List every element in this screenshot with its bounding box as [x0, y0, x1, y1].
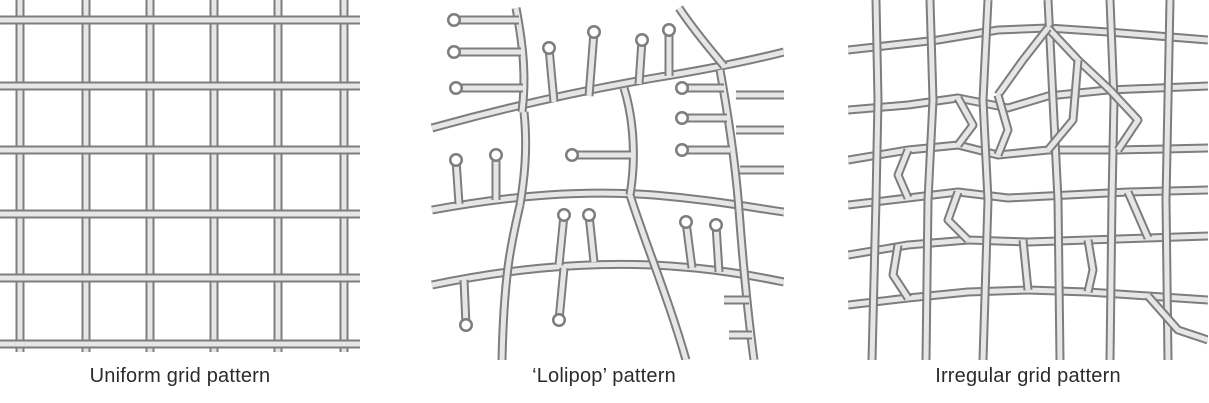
culdesac-bulb-center — [492, 151, 501, 160]
culdesac-bulb-center — [678, 84, 687, 93]
irregular-grid-panel: Irregular grid pattern — [848, 0, 1208, 403]
culdesac-bulb-center — [545, 44, 554, 53]
culdesac-bulb-center — [665, 26, 674, 35]
culdesac-bulb-center — [590, 28, 599, 37]
lolipop-diagram — [424, 0, 784, 360]
culdesac-bulb-center — [462, 321, 471, 330]
irregular-road-fill — [1128, 192, 1148, 238]
culdesac-bulb-center — [450, 16, 459, 25]
uniform-grid-diagram — [0, 0, 360, 360]
irregular-grid-diagram — [848, 0, 1208, 360]
irregular-grid-caption: Irregular grid pattern — [848, 365, 1208, 388]
uniform-grid-panel: Uniform grid pattern — [0, 0, 360, 403]
uniform-grid-roads — [0, 0, 360, 352]
culdesac-bulb-center — [568, 151, 577, 160]
lolipop-bulbs — [447, 13, 723, 332]
uniform-grid-caption: Uniform grid pattern — [0, 365, 360, 388]
culdesac-bulb-center — [712, 221, 721, 230]
lolipop-main-roads — [432, 8, 784, 360]
lolipop-caption: ‘Lolipop’ pattern — [424, 365, 784, 388]
irregular-road-fill — [998, 28, 1048, 95]
culdesac-bulb-center — [555, 316, 564, 325]
culdesac-bulb-center — [560, 211, 569, 220]
culdesac-bulb-center — [678, 114, 687, 123]
culdesac-bulb-center — [585, 211, 594, 220]
culdesac-bulb-center — [450, 48, 459, 57]
lolipop-panel: ‘Lolipop’ pattern — [424, 0, 784, 403]
culdesac-bulb-center — [682, 218, 691, 227]
culdesac-bulb-center — [678, 146, 687, 155]
irregular-grid-roads — [848, 0, 1208, 360]
culdesac-bulb-center — [452, 156, 461, 165]
culdesac-bulb-center — [638, 36, 647, 45]
culdesac-bulb-center — [452, 84, 461, 93]
